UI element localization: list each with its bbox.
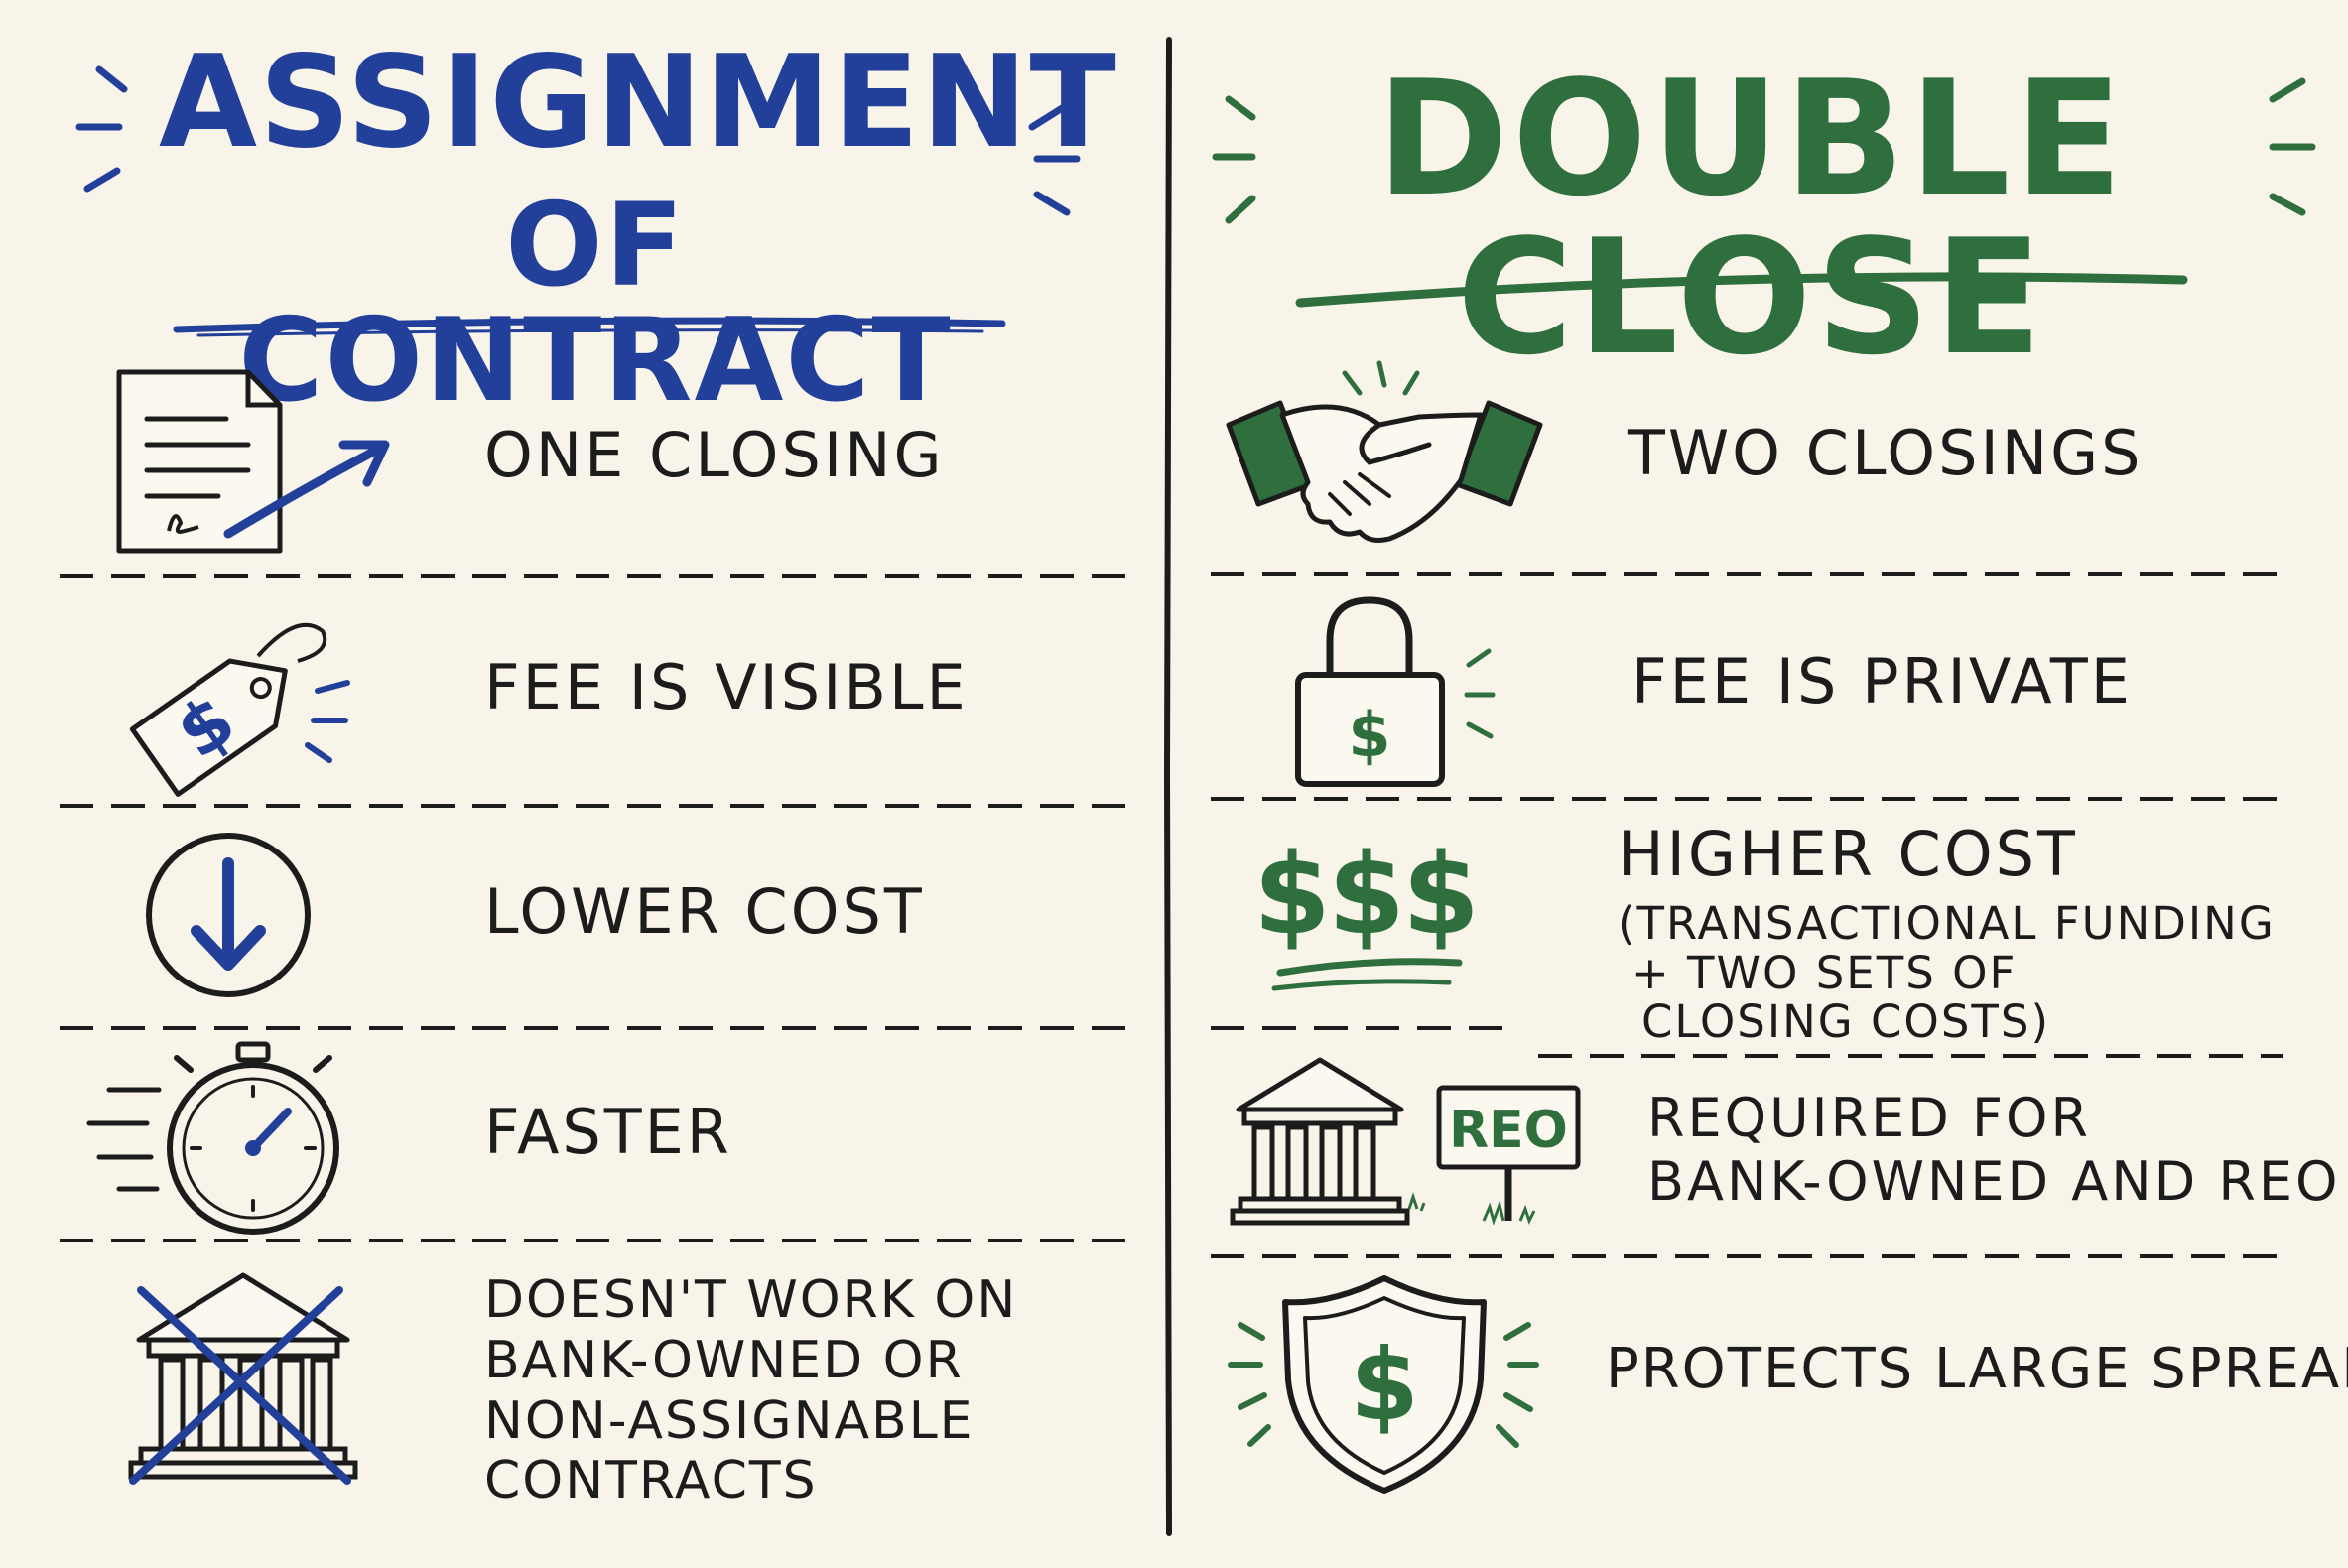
left-title-emphasis-marks	[75, 65, 1081, 216]
right-row-3-text-group: HIGHER COST (TRANSACTIONAL FUNDING + TWO…	[1618, 824, 2276, 1047]
right-row-5-text: PROTECTS LARGE SPREADS	[1606, 1337, 2348, 1401]
center-divider	[1163, 37, 1172, 1536]
right-row-4-text-group: REQUIRED FOR BANK-OWNED AND REO	[1647, 1092, 2341, 1209]
left-title-underline	[173, 317, 1006, 333]
dollar-sign-2: $	[1328, 831, 1405, 960]
right-row-1-text: TWO CLOSINGS	[1628, 417, 2144, 489]
down-arrow-circle-icon	[146, 833, 311, 997]
left-row-2-text: FEE IS VISIBLE	[484, 651, 969, 723]
stopwatch-icon	[86, 1041, 339, 1235]
right-row-3-sub1: (TRANSACTIONAL FUNDING	[1618, 897, 2276, 950]
left-row-3-text: LOWER COST	[484, 875, 925, 948]
padlock-dollar-icon: $	[1295, 596, 1496, 787]
triple-dollar-icon: $ $ $	[1253, 831, 1480, 991]
left-title-line1: ASSIGNMENT	[159, 29, 1118, 177]
right-row-3-text: HIGHER COST	[1618, 818, 2078, 890]
bank-reo-sign-icon: REO	[1230, 1057, 1581, 1226]
left-row-1-text: ONE CLOSING	[484, 419, 945, 491]
right-row-2-text: FEE IS PRIVATE	[1631, 645, 2133, 718]
right-row-separators	[1211, 572, 2283, 1258]
right-title-underline	[1295, 272, 2188, 308]
left-row-5-text: DOESN'T WORK ON BANK-OWNED OR NON-ASSIGN…	[484, 1270, 1018, 1511]
handshake-icon	[1226, 360, 1543, 543]
right-title: DOUBLE CLOSE	[1376, 46, 2127, 390]
dollar-sign-3: $	[1402, 831, 1480, 960]
padlock-dollar: $	[1348, 699, 1390, 771]
left-row-separators	[60, 574, 1131, 1242]
right-row-4-text2: BANK-OWNED AND REO	[1647, 1150, 2341, 1213]
right-row-3-sub3: CLOSING COSTS)	[1641, 995, 2050, 1048]
right-title-emphasis-marks	[1212, 77, 2316, 224]
crossed-bank-icon	[128, 1272, 358, 1485]
left-row-4-text: FASTER	[484, 1096, 732, 1168]
shield-dollar-icon: $	[1228, 1275, 1539, 1494]
shield-dollar: $	[1350, 1327, 1419, 1443]
dollar-sign-1: $	[1253, 831, 1331, 960]
right-row-4-text: REQUIRED FOR	[1647, 1087, 2092, 1149]
right-row-3-sub2: + TWO SETS OF	[1631, 946, 2018, 999]
reo-sign-label: REO	[1449, 1101, 1568, 1160]
signed-contract-arrow-icon	[116, 369, 390, 554]
price-tag-icon: $	[129, 622, 350, 797]
